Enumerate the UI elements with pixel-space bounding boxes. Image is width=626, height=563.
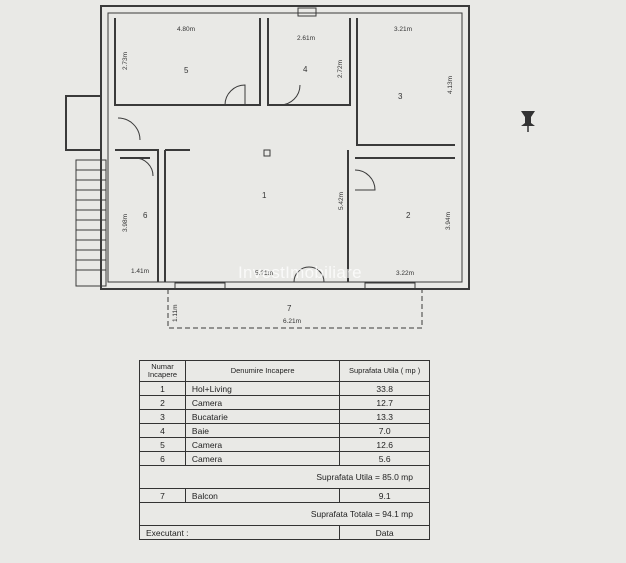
room-dimension: 3.98m (122, 214, 129, 232)
door-entrance (117, 117, 141, 141)
table-row: 7 Balcon 9.1 (139, 488, 430, 503)
stairs (75, 159, 107, 287)
total-area-row: Suprafata Totala = 94.1 mp (139, 502, 430, 526)
row-name: Bucatarie (184, 409, 341, 424)
room-1-wall (164, 149, 190, 282)
table-row: 1 Hol+Living 33.8 (139, 381, 430, 396)
area-table: Numar Incapere Denumire Incapere Suprafa… (138, 360, 430, 540)
window (174, 282, 226, 290)
room-dimension: 5.?1m (255, 270, 273, 277)
room-3-wall (356, 18, 455, 146)
room-dimension: 2.72m (337, 60, 344, 78)
row-number: 3 (139, 409, 186, 424)
row-name: Camera (184, 437, 341, 452)
row-number: 4 (139, 423, 186, 438)
room-dimension: 2.61m (297, 35, 315, 42)
table-row: 5 Camera 12.6 (139, 437, 430, 452)
room-dimension: 3.22m (396, 270, 414, 277)
room-dimension: 1.41m (131, 268, 149, 275)
room-dimension: 5.42m (338, 192, 345, 210)
col-number-header: Numar Incapere (139, 360, 186, 382)
executant-label: Executant : (138, 525, 341, 540)
door-room-2 (354, 169, 376, 191)
row-number: 5 (139, 437, 186, 452)
room-4-wall (267, 18, 351, 106)
row-number: 7 (139, 488, 186, 503)
useful-area-row: Suprafata Utila = 85.0 mp (139, 465, 430, 489)
useful-area-total: Suprafata Utila = 85.0 mp (139, 465, 430, 489)
room-number: 5 (184, 66, 189, 75)
row-area: 5.6 (339, 451, 430, 466)
col-area-header: Suprafata Utila ( mp ) (339, 360, 430, 382)
room-5-wall (114, 18, 261, 106)
pin-icon (521, 111, 535, 132)
row-area: 33.8 (339, 381, 430, 396)
row-area: 7.0 (339, 423, 430, 438)
watermark: InvestImobiliare (238, 263, 362, 282)
door-room-4 (279, 84, 301, 106)
room-2-wall (347, 150, 455, 282)
row-area: 13.3 (339, 409, 430, 424)
col-name-header: Denumire Incapere (184, 360, 341, 382)
entrance-wall (65, 95, 101, 151)
row-name: Balcon (184, 488, 341, 503)
floor-plan: 1 2 3 4 5 6 7 5.42m 5.?1m 3.94m 3.22m 3.… (65, 5, 535, 329)
room-dimension: 3.21m (394, 26, 412, 33)
window (364, 282, 416, 290)
door-balcony (293, 266, 325, 283)
row-area: 12.6 (339, 437, 430, 452)
room-number: 4 (303, 65, 308, 74)
door-room-5 (224, 84, 246, 106)
room-dimension: 3.94m (445, 212, 452, 230)
signature-row: Executant : Data (138, 525, 430, 540)
room-number: 6 (143, 211, 148, 220)
date-label: Data (339, 525, 430, 540)
row-area: 12.7 (339, 395, 430, 410)
window (297, 7, 317, 17)
inner-wall-line (107, 12, 463, 283)
row-area: 9.1 (339, 488, 430, 503)
table-header: Numar Incapere Denumire Incapere Suprafa… (139, 360, 430, 382)
row-name: Hol+Living (184, 381, 341, 396)
room-number: 1 (262, 191, 267, 200)
column-symbol (263, 149, 271, 157)
row-name: Camera (184, 395, 341, 410)
row-name: Baie (184, 423, 341, 438)
room-number: 2 (406, 211, 411, 220)
room-dimension: 4.80m (177, 26, 195, 33)
table-row: 2 Camera 12.7 (139, 395, 430, 410)
outer-wall (100, 5, 470, 290)
room-dimension: 6.21m (283, 318, 301, 325)
table-row: 4 Baie 7.0 (139, 423, 430, 438)
table-row: 3 Bucatarie 13.3 (139, 409, 430, 424)
total-area: Suprafata Totala = 94.1 mp (139, 502, 430, 526)
room-number: 3 (398, 92, 403, 101)
room-dimension: 4.13m (447, 76, 454, 94)
room-number: 7 (287, 304, 292, 313)
row-number: 1 (139, 381, 186, 396)
room-dimension: 2.73m (122, 52, 129, 70)
row-number: 6 (139, 451, 186, 466)
row-number: 2 (139, 395, 186, 410)
table-row: 6 Camera 5.6 (139, 451, 430, 466)
door-room-6 (134, 157, 154, 177)
room-dimension: 1.11m (172, 304, 179, 322)
row-name: Camera (184, 451, 341, 466)
balcony-outline (167, 289, 423, 329)
